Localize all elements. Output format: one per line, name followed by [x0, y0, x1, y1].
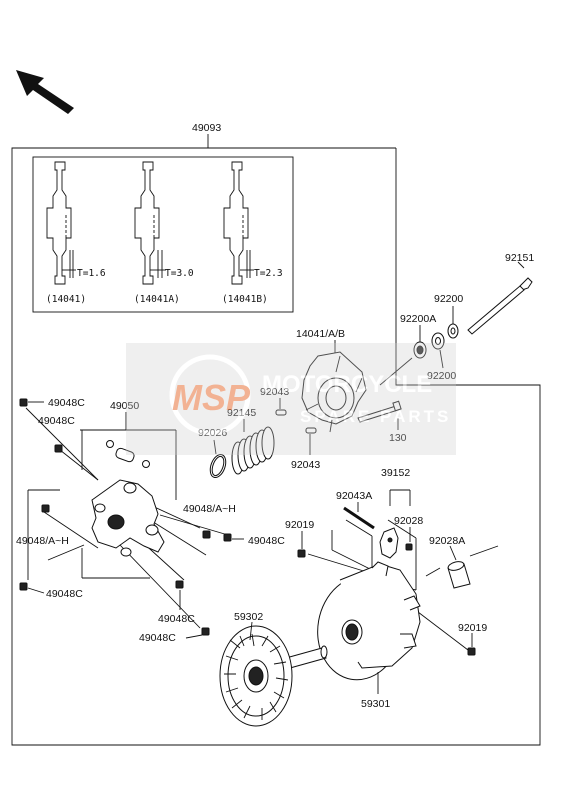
label-39152[interactable]: 39152 — [381, 467, 410, 479]
label-49050[interactable]: 49050 — [110, 400, 139, 412]
label-92200-top[interactable]: 92200 — [434, 293, 463, 305]
label-92043-a[interactable]: 92043 — [260, 386, 289, 398]
bolt-130-icon — [357, 400, 402, 423]
spacer-inset — [32, 156, 294, 313]
label-49048ah-2[interactable]: 49048/A~H — [16, 535, 69, 547]
inset-thickness-3: T=2.3 — [254, 268, 283, 279]
roller-49050-icon — [106, 440, 150, 468]
weight-39152-icon — [379, 527, 399, 559]
label-49048c-4[interactable]: 49048C — [46, 588, 83, 600]
watermark-line-2: SPARE PARTS — [300, 407, 451, 426]
nut-92019-b-icon — [467, 647, 476, 656]
label-92019-b[interactable]: 92019 — [458, 622, 487, 634]
spacer-14041b-icon — [223, 161, 254, 285]
assembly-outline — [11, 134, 541, 746]
label-49048c-3[interactable]: 49048C — [248, 535, 285, 547]
label-92043-b[interactable]: 92043 — [291, 459, 320, 471]
label-49093[interactable]: 49093 — [192, 122, 221, 134]
washer-92200a-icon — [431, 332, 445, 350]
spring-92145-icon — [231, 426, 275, 475]
fixed-sheave-59302-icon — [219, 625, 328, 727]
inset-caption-14041b[interactable]: (14041B) — [222, 294, 268, 305]
washer-92200-icon — [447, 323, 459, 339]
front-direction-arrow-icon — [16, 70, 74, 114]
label-49048c-1[interactable]: 49048C — [48, 397, 85, 409]
label-92028[interactable]: 92028 — [394, 515, 423, 527]
spider-49050-icon — [91, 479, 165, 557]
bushing-92028-icon — [405, 543, 413, 551]
label-49048c-2[interactable]: 49048C — [38, 415, 75, 427]
spacer-14041-icon — [46, 161, 76, 285]
label-59301[interactable]: 59301 — [361, 698, 390, 710]
label-49048c-5[interactable]: 49048C — [158, 613, 195, 625]
inset-thickness-1: T=1.6 — [77, 268, 106, 279]
spacer-14041a-icon — [134, 161, 166, 285]
label-92151[interactable]: 92151 — [505, 252, 534, 264]
nut-49048c-icon — [19, 398, 232, 636]
label-59302[interactable]: 59302 — [234, 611, 263, 623]
bushing-92028a-icon — [447, 561, 471, 589]
o-ring-92026-icon — [209, 453, 227, 479]
inset-caption-14041[interactable]: (14041) — [46, 294, 86, 305]
watermark-logo-text: MSP — [172, 377, 251, 418]
label-92043a[interactable]: 92043A — [336, 490, 372, 502]
inset-caption-14041a[interactable]: (14041A) — [134, 294, 180, 305]
pin-92043a-icon — [343, 506, 375, 530]
bolt-92151-icon — [467, 261, 533, 335]
nut-92019-a-icon — [297, 549, 306, 558]
hub-plate-14041-icon — [301, 351, 367, 433]
inset-thickness-2: T=3.0 — [165, 268, 194, 279]
label-92200-bottom[interactable]: 92200 — [427, 370, 456, 382]
label-130[interactable]: 130 — [389, 432, 407, 444]
label-92028a[interactable]: 92028A — [429, 535, 465, 547]
movable-sheave-59301-icon — [317, 561, 421, 681]
label-49048c-6[interactable]: 49048C — [139, 632, 176, 644]
watermark-line-1: MOTORCYCLE — [262, 371, 432, 398]
label-49048ah-1[interactable]: 49048/A~H — [183, 503, 236, 515]
pin-92043-a-icon — [275, 409, 287, 416]
watermark: MSP MOTORCYCLE SPARE PARTS — [126, 343, 456, 455]
watermark-logo-icon: MSP — [169, 354, 251, 436]
label-14041ab[interactable]: 14041/A/B — [296, 328, 345, 340]
spider-group-lines — [25, 407, 229, 629]
label-92019-a[interactable]: 92019 — [285, 519, 314, 531]
label-92200a[interactable]: 92200A — [400, 313, 436, 325]
pin-92043-b-icon — [305, 427, 317, 434]
